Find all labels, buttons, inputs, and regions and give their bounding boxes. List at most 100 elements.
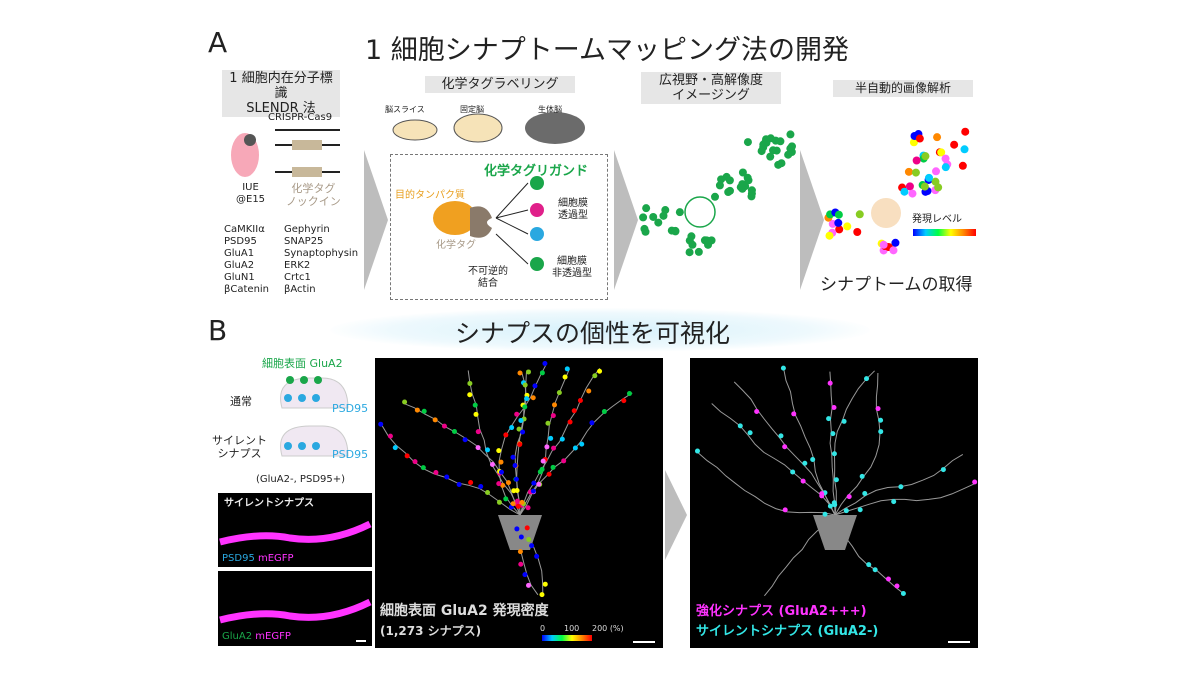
synapse-dot [642,204,651,213]
target-item: SNAP25 [284,236,324,247]
synapse-dot [525,505,531,511]
synapse-dot [687,232,696,241]
permeable-label: 細胞膜 透過型 [558,198,588,222]
channel-glua2: GluA2 [222,631,253,642]
synapse-dot [626,391,632,397]
synapse-dot [559,436,565,442]
synapse-dot [831,451,837,457]
synapse-dot [862,491,868,497]
synapse-dot [776,137,785,146]
synapse-dot [891,499,897,505]
step3-header: 広視野・高解像度 イメージング [641,72,781,104]
synapse-dot [485,447,491,453]
synapse-dot [513,476,519,482]
dendrite-icon [219,520,372,546]
synapse-dot [774,160,783,169]
psd95-label-normal: PSD95 [332,402,369,415]
panel-a-letter: A [208,26,228,59]
synapse-dot [515,503,521,509]
synapse-dot [688,240,697,249]
synapse-dot [900,187,909,196]
silent-synapse-arrow-label: サイレントシナプス [224,498,314,509]
knockin-line2: ノックイン [286,195,341,208]
soma-icon [871,198,901,228]
synapse-dot [639,213,648,222]
synapse-dot [937,148,946,157]
synapse-dot [738,168,747,177]
synapse-dot [589,420,595,426]
synapse-dot [782,507,788,513]
psd95-icon [284,442,292,450]
glua2-icon [300,376,308,384]
synapse-dot [520,429,526,435]
synapse-dot [830,431,836,437]
synapse-dot [509,425,515,431]
synapse-dot [562,374,568,380]
target-item: GluA2 [224,260,255,271]
synapse-dot [649,212,658,221]
synapse-dot [498,459,504,465]
soma-icon [813,515,857,550]
psd95-icon [312,394,320,402]
synapse-dot [496,499,502,505]
synapse-dot [825,231,834,240]
synapse-dot [548,435,554,441]
synapse-dot [530,488,536,494]
chem-tag-cassette [292,167,322,177]
sample-brain-slice: 脳スライス [385,105,425,114]
irreversible-line1: 不可逆的 [468,266,508,277]
expression-level-legend: 発現レベル [912,214,962,225]
psd95-icon [298,442,306,450]
panel-b-title: シナプスの個性を可視化 [455,319,731,348]
synapse-dot [478,483,484,489]
chem-tag-label: 化学タグ [436,240,476,251]
synapse-dot [456,482,462,488]
dendrite-trace [403,402,521,516]
dendrite-trace [697,452,836,516]
synapse-dot [933,133,942,142]
synapse-dot [754,408,760,414]
normal-label: 通常 [230,395,252,408]
synapse-dot [802,460,808,466]
impermeable-line1: 細胞膜 [557,256,587,267]
synapse-dot [757,147,766,156]
synapse-dot [514,498,520,504]
synapse-dot [875,406,881,412]
synapse-dot [404,453,410,459]
knockin-label: 化学タグ ノックイン [286,182,341,208]
synapse-dot [960,145,969,154]
step2-header: 化学タグラベリング [425,76,575,93]
spine-head-icon [280,425,349,457]
panel-a-title: 1 細胞シナプトームマッピング法の開発 [365,35,849,66]
synapse-dot [772,146,781,155]
chem-tag-icon [470,206,492,238]
permeable-line2: 透過型 [558,210,588,221]
synapse-dot [889,246,898,255]
synapse-dot [694,448,700,454]
synapse-dot [524,525,530,531]
density-caption-line1: 細胞表面 GluA2 発現密度 [380,603,549,619]
synapse-dot [654,218,663,227]
dendrite-trace [834,453,964,516]
psd95-icon [298,394,306,402]
synapse-dot [841,418,847,424]
density-tick-200: 200 (%) [592,624,624,633]
synapse-dot [894,583,900,589]
synapse-dot [500,482,506,488]
dendrite-trace [829,371,836,516]
synapse-dot [810,456,816,462]
silent-line1: サイレント [212,434,267,447]
synapse-dot [531,480,537,486]
synapse-dot [932,167,941,176]
synapse-dot [866,562,872,568]
channel-psd95: PSD95 [222,553,255,564]
synapse-dot [878,429,884,435]
synapse-dot [747,192,756,201]
synapse-dot [766,152,775,161]
synapse-dot [661,206,670,215]
step4-header: 半自動的画像解析 [833,80,973,97]
synapse-dot [473,411,479,417]
step1-header: 1 細胞内在分子標識 SLENDR 法 [222,70,340,117]
synapse-dot [641,227,650,236]
target-item: GluN1 [224,272,255,283]
